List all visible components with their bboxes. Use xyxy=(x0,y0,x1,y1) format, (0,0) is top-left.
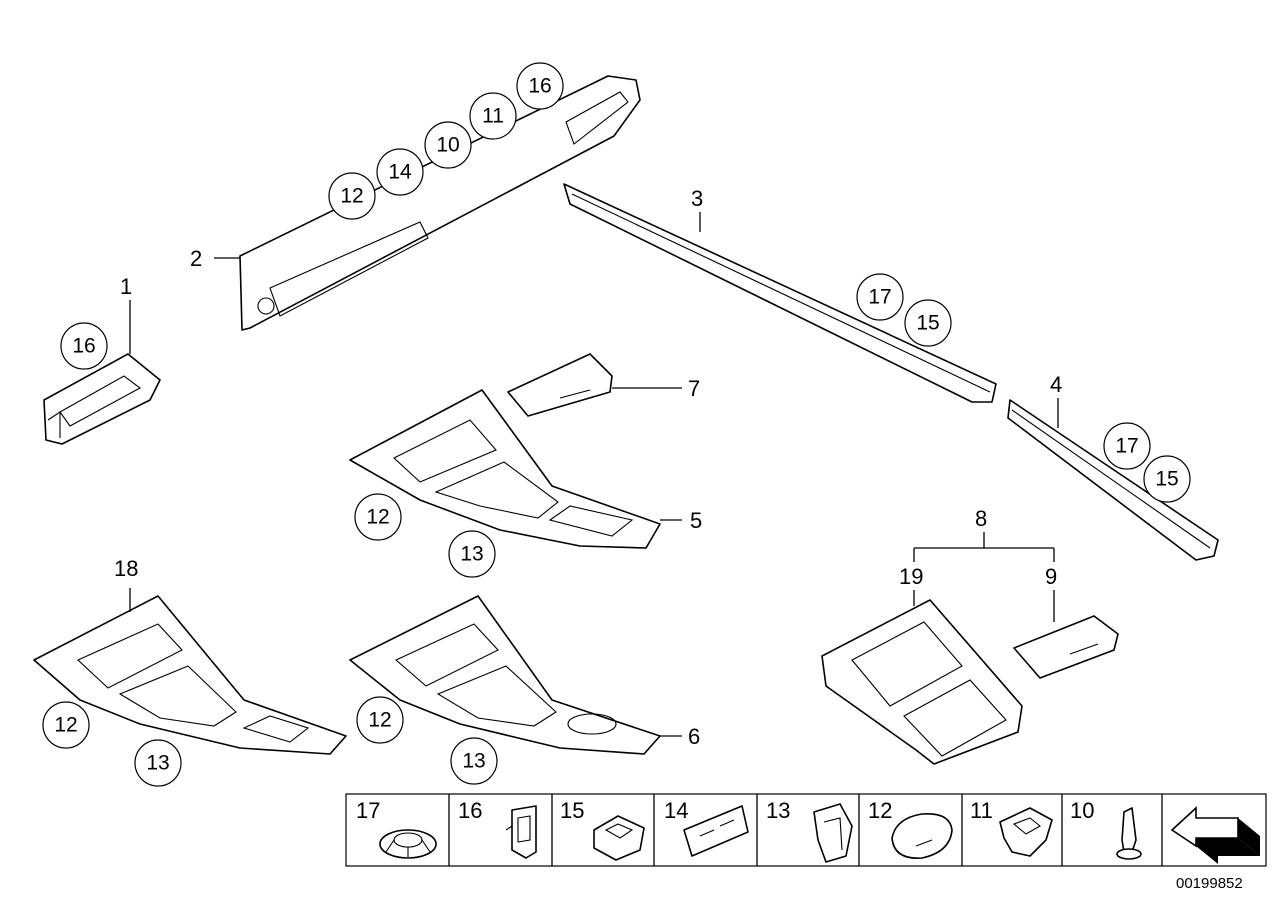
part-2-trim xyxy=(214,75,641,331)
bracket-icon xyxy=(683,805,749,857)
part-label-19: 19 xyxy=(899,564,923,589)
svg-text:12: 12 xyxy=(54,714,77,737)
svg-text:16: 16 xyxy=(528,75,551,98)
legend-label-14: 14 xyxy=(664,798,688,823)
part-label-2: 2 xyxy=(190,246,202,271)
svg-text:12: 12 xyxy=(340,185,363,208)
part-9-cover xyxy=(1013,590,1119,679)
part-label-8: 8 xyxy=(975,506,987,531)
svg-text:13: 13 xyxy=(146,752,169,775)
svg-text:10: 10 xyxy=(436,134,459,157)
square-clip-icon xyxy=(593,815,645,861)
svg-text:16: 16 xyxy=(72,335,95,358)
legend-label-16: 16 xyxy=(458,798,482,823)
svg-text:12: 12 xyxy=(366,506,389,529)
svg-text:12: 12 xyxy=(368,709,391,732)
svg-text:13: 13 xyxy=(460,543,483,566)
svg-text:14: 14 xyxy=(388,161,412,184)
ref-circle: 13 xyxy=(134,739,182,787)
part-label-9: 9 xyxy=(1045,564,1057,589)
part-4-strip xyxy=(1007,398,1219,561)
legend-label-10: 10 xyxy=(1070,798,1094,823)
ref-circle: 16 xyxy=(60,322,108,370)
document-number: 00199852 xyxy=(1176,875,1243,892)
clip-icon xyxy=(505,805,537,859)
part-label-1: 1 xyxy=(120,274,132,299)
legend-label-11: 11 xyxy=(970,798,993,823)
part-8-bracket xyxy=(913,532,1055,562)
part-7-cover xyxy=(507,353,682,417)
svg-text:13: 13 xyxy=(462,750,485,773)
ref-circle: 12 xyxy=(354,493,402,541)
part-label-7: 7 xyxy=(688,376,700,401)
ref-circle: 17 xyxy=(1103,422,1151,470)
ref-circle: 15 xyxy=(904,299,952,347)
ref-circle: 11 xyxy=(469,92,517,140)
direction-arrow-icon xyxy=(1170,806,1260,864)
svg-text:17: 17 xyxy=(868,286,891,309)
part-19-console-tray xyxy=(821,590,1023,765)
svg-text:11: 11 xyxy=(482,105,504,128)
part-label-6: 6 xyxy=(688,724,700,749)
ref-circle: 12 xyxy=(42,701,90,749)
ref-circle: 12 xyxy=(328,172,376,220)
legend-label-13: 13 xyxy=(766,798,790,823)
part-18-console-trim xyxy=(33,588,347,755)
ref-circle: 13 xyxy=(448,530,496,578)
part-labels: 1 2 3 4 5 6 7 8 9 18 19 xyxy=(114,186,1062,749)
cap-icon xyxy=(891,813,953,859)
svg-text:17: 17 xyxy=(1115,435,1138,458)
part-label-5: 5 xyxy=(690,508,702,533)
ref-circle: 17 xyxy=(856,273,904,321)
legend-label-17: 17 xyxy=(356,798,380,823)
legend-label-12: 12 xyxy=(868,798,892,823)
part-1-trim xyxy=(43,300,161,445)
pin-icon xyxy=(1116,807,1142,860)
circled-refs: 16 12 14 10 11 16 17 15 17 15 12 13 12 1… xyxy=(42,62,1191,787)
ref-circle: 14 xyxy=(376,148,424,196)
part-label-3: 3 xyxy=(691,186,703,211)
part-3-strip xyxy=(563,183,997,403)
part-label-4: 4 xyxy=(1050,372,1062,397)
ref-circle: 10 xyxy=(424,121,472,169)
legend-label-15: 15 xyxy=(560,798,584,823)
svg-text:15: 15 xyxy=(1155,468,1178,491)
svg-text:15: 15 xyxy=(916,312,939,335)
part-5-console-trim xyxy=(349,389,682,549)
snap-clip-icon xyxy=(999,807,1053,857)
spring-clip-icon xyxy=(813,803,853,863)
ref-circle: 12 xyxy=(356,696,404,744)
part-6-console-trim xyxy=(349,595,682,755)
grommet-icon xyxy=(379,829,437,859)
ref-circle: 16 xyxy=(516,62,564,110)
part-label-18: 18 xyxy=(114,556,138,581)
ref-circle: 15 xyxy=(1143,455,1191,503)
ref-circle: 13 xyxy=(450,737,498,785)
fastener-legend: 17 16 15 14 13 12 11 10 xyxy=(345,793,1267,867)
